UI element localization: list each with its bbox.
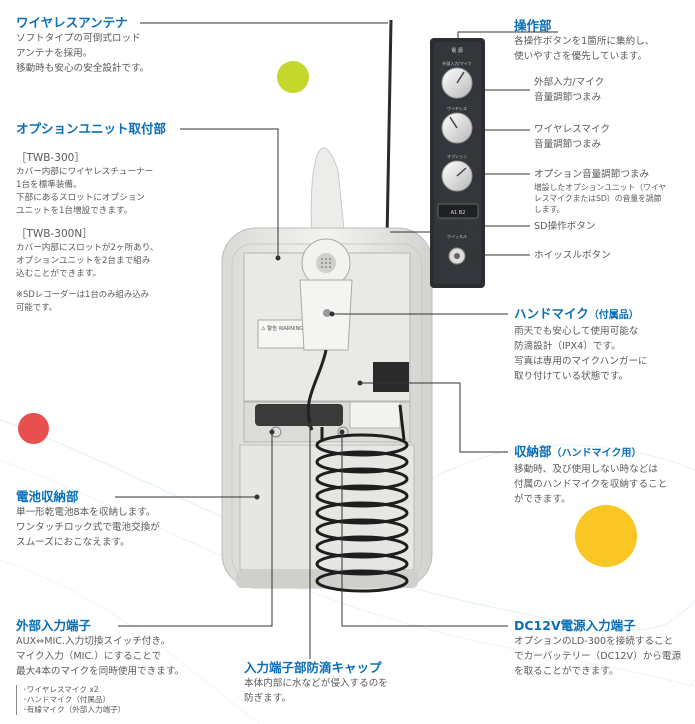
- hand-mic-title: ハンドマイク: [514, 306, 589, 321]
- decor-dot-yellow: [575, 505, 637, 567]
- speaker-device-illustration: ⚠ 警告 WARNING: [221, 19, 433, 593]
- input-cap-title: 入力端子部防滴キャップ: [244, 660, 382, 675]
- option-knob-label: オプション音量調節つまみ: [534, 169, 650, 180]
- input-cap-text: 本体内部に水などが侵入するのを 防ぎます。: [244, 678, 388, 704]
- callout-controls: 操作部 各操作ボタンを1箇所に集約し、 使いやすさを優先しています。: [514, 18, 654, 64]
- hand-mic-title-small: （付属品）: [588, 310, 639, 321]
- option-knob-sub: 増設したオプションユニット（ワイヤ レスマイクまたはSD）の音量を調節 します。: [534, 183, 667, 214]
- twb300n-text: カバー内部にスロットが2ヶ所あり、 オプションユニットを2台まで組み 込むことが…: [16, 243, 159, 279]
- callout-antenna: ワイヤレスアンテナ ソフトタイプの可倒式ロッド アンテナを採用。 移動時も安心の…: [16, 15, 149, 76]
- callout-input-cap: 入力端子部防滴キャップ 本体内部に水などが侵入するのを 防ぎます。: [244, 660, 388, 706]
- control-panel-illustration: 電 源 外部入力/マイク ワイヤレス オプション A1 B2 ホイッスル: [430, 38, 485, 288]
- battery-title: 電池収納部: [16, 489, 79, 504]
- option-unit-title: オプションユニット取付部: [16, 121, 167, 136]
- storage-title-small: （ハンドマイク用）: [551, 448, 642, 459]
- callout-battery: 電池収納部 単一形乾電池8本を収納します。 ワンタッチロック式で電池交換が スム…: [16, 489, 160, 550]
- input-list-item: ･有線マイク（外部入力端子）: [23, 705, 126, 714]
- storage-text: 移動時、及び使用しない時などは 付属のハンドマイクを収納すること ができます。: [514, 464, 668, 505]
- callout-dc12v: DC12V電源入力端子 オプションのLD-300を接続すること でカーバッテリー…: [514, 618, 681, 679]
- external-input-text: AUX⇔MIC.入力切換スイッチ付き。 マイク入力（MIC.）にすることで 最大…: [16, 636, 185, 677]
- hand-mic-text: 雨天でも安心して使用可能な 防滴設計（IPX4）です。 写真は専用のマイクハンガ…: [514, 326, 648, 382]
- callout-external-input: 外部入力端子 AUX⇔MIC.入力切換スイッチ付き。 マイク入力（MIC.）にす…: [16, 618, 184, 715]
- input-list-item: ･ハンドマイク（付属品）: [23, 695, 111, 704]
- callout-option-unit: オプションユニット取付部 ［TWB-300］ カバー内部にワイヤレスチューナー …: [16, 121, 196, 314]
- panel-power-label: 電 源: [451, 47, 463, 54]
- sd-recorder-note: ※SDレコーダーは1台のみ組み込み 可能です。: [16, 289, 149, 312]
- antenna-title: ワイヤレスアンテナ: [16, 15, 128, 30]
- ext-mic-knob-label: 外部入力/マイク 音量調節つまみ: [534, 77, 605, 103]
- sd-button-label: SD操作ボタン: [534, 221, 596, 232]
- panel-knob2-label: ワイヤレス: [447, 106, 467, 111]
- panel-knob1-label: 外部入力/マイク: [442, 60, 471, 66]
- controls-text: 各操作ボタンを1箇所に集約し、 使いやすさを優先しています。: [514, 36, 655, 62]
- twb300-text: カバー内部にワイヤレスチューナー 1台を標準装備。 下部にあるスロットにオプショ…: [16, 167, 154, 216]
- panel-sd-label: A1 B2: [451, 210, 466, 216]
- storage-title: 収納部: [514, 444, 552, 459]
- decor-dot-green: [277, 61, 309, 93]
- callout-hand-mic: ハンドマイク（付属品） 雨天でも安心して使用可能な 防滴設計（IPX4）です。 …: [514, 306, 648, 384]
- dc12v-text: オプションのLD-300を接続すること でカーバッテリー（DC12V）から電源 …: [514, 636, 682, 677]
- external-input-title: 外部入力端子: [16, 618, 92, 633]
- dc12v-title: DC12V電源入力端子: [514, 618, 636, 633]
- panel-whistle-label: ホイッスル: [447, 234, 467, 239]
- decor-dot-red: [18, 413, 49, 444]
- twb300n-label: ［TWB-300N］: [16, 228, 93, 240]
- antenna-text: ソフトタイプの可倒式ロッド アンテナを採用。 移動時も安心の安全設計です。: [16, 33, 150, 74]
- option-knob-callout: オプション音量調節つまみ 増設したオプションユニット（ワイヤ レスマイクまたはS…: [534, 167, 666, 215]
- whistle-button-label: ホイッスルボタン: [534, 250, 611, 261]
- device-warning-label: ⚠ 警告 WARNING: [261, 325, 303, 332]
- panel-knob3-label: オプション: [447, 153, 467, 159]
- input-list-item: ･ワイヤレスマイク x2: [23, 685, 99, 694]
- callout-storage: 収納部（ハンドマイク用） 移動時、及び使用しない時などは 付属のハンドマイクを収…: [514, 444, 667, 507]
- wireless-knob-label: ワイヤレスマイク 音量調節つまみ: [534, 124, 610, 150]
- twb300-label: ［TWB-300］: [16, 152, 85, 164]
- battery-text: 単一形乾電池8本を収納します。 ワンタッチロック式で電池交換が スムーズにおこな…: [16, 507, 160, 548]
- controls-title: 操作部: [514, 18, 552, 33]
